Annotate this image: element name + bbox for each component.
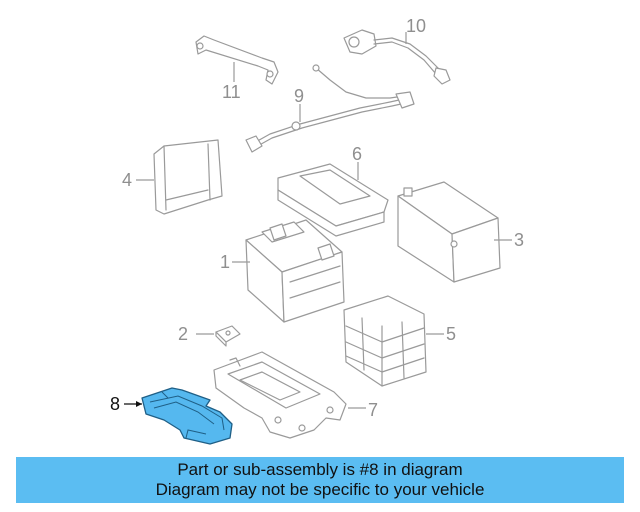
- leader-8-arrowhead: [136, 401, 142, 407]
- callout-10: 10: [406, 16, 426, 36]
- callout-5: 5: [446, 324, 456, 344]
- callout-9: 9: [294, 86, 304, 106]
- callout-6: 6: [352, 144, 362, 164]
- part-2-clip: [215, 325, 241, 347]
- info-banner: Part or sub-assembly is #8 in diagram Di…: [16, 457, 624, 503]
- callout-11: 11: [222, 82, 241, 102]
- part-3-battery: [397, 181, 501, 283]
- banner-line-2: Diagram may not be specific to your vehi…: [155, 480, 485, 499]
- part-11-bracket: [195, 35, 279, 85]
- banner-line-1: Part or sub-assembly is #8 in diagram: [177, 460, 463, 479]
- part-6-battery-cover: [277, 163, 389, 237]
- part-10-terminal-cable: [343, 29, 451, 85]
- callout-2: 2: [178, 324, 188, 344]
- callout-1: 1: [220, 252, 230, 272]
- callout-4: 4: [122, 170, 132, 190]
- part-4-side-shield: [153, 139, 223, 215]
- callout-7: 7: [368, 400, 378, 420]
- part-8-highlighted: [141, 387, 233, 445]
- callout-3: 3: [514, 230, 524, 250]
- part-1-battery: [245, 219, 345, 323]
- part-7-battery-tray: [213, 351, 347, 439]
- part-9-cable: [245, 64, 415, 153]
- callout-8: 8: [110, 394, 120, 414]
- part-5-insulation: [343, 295, 427, 387]
